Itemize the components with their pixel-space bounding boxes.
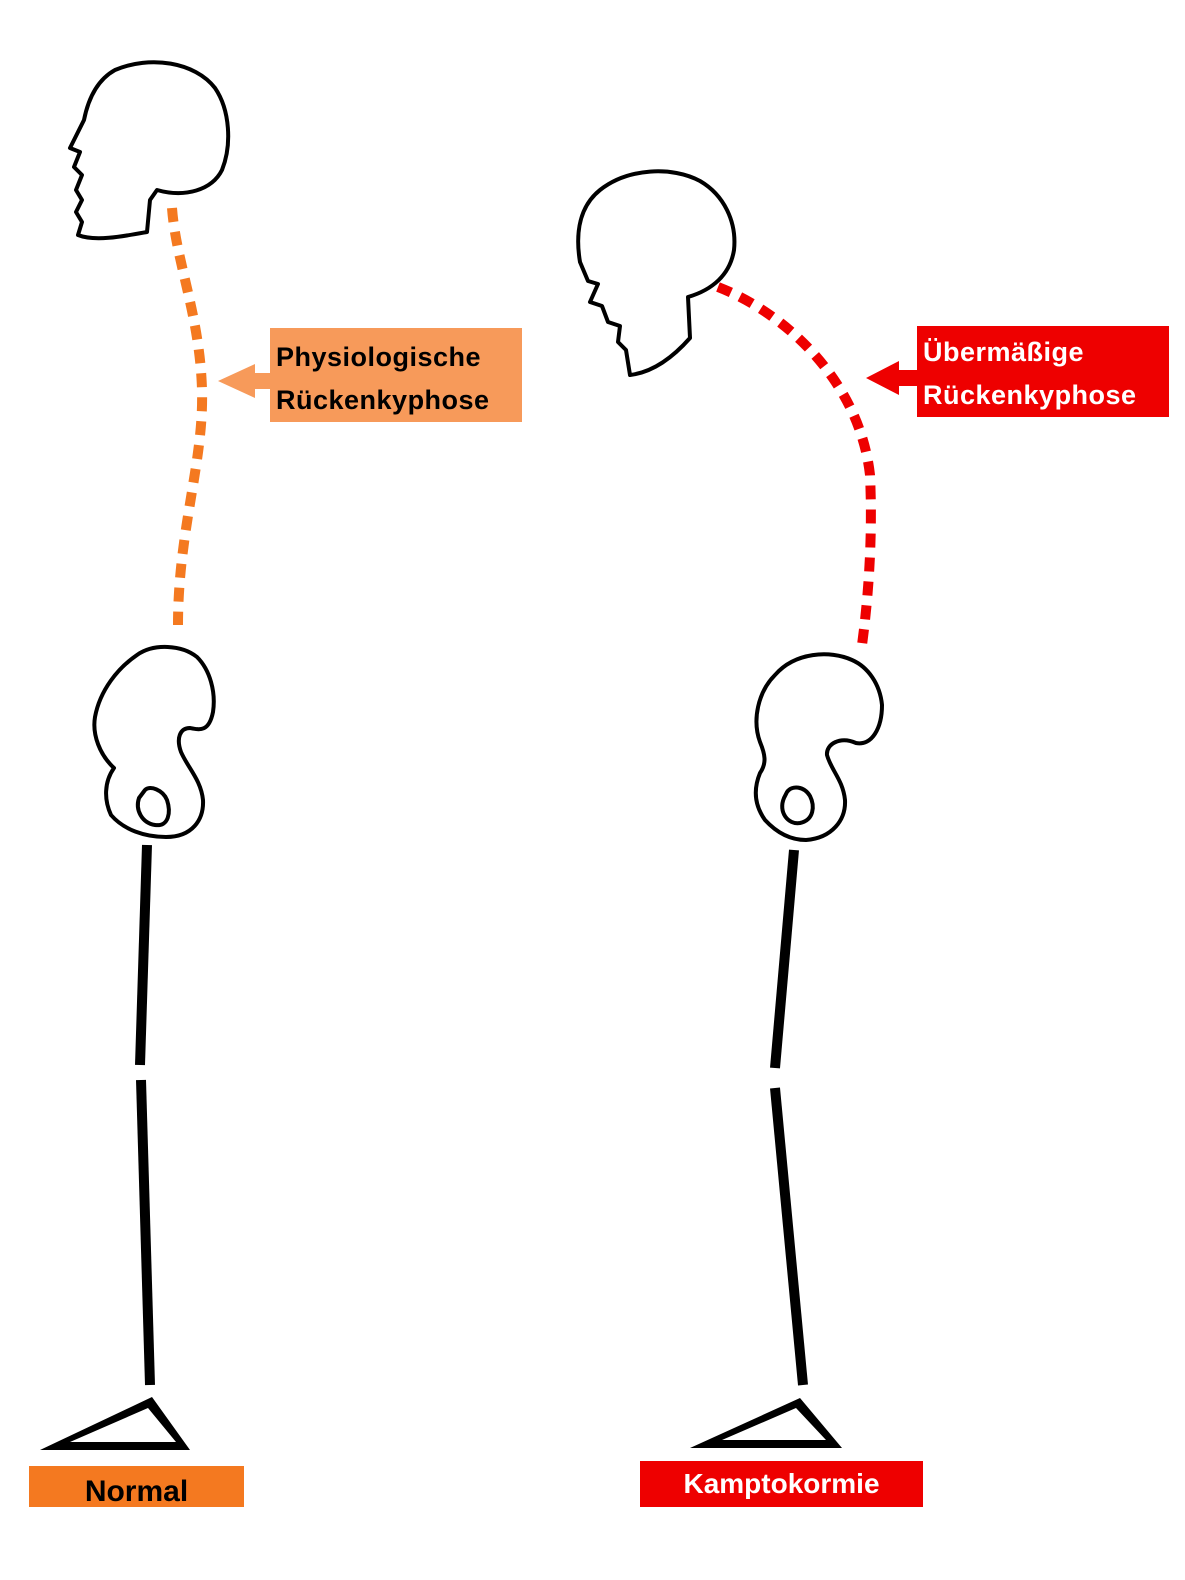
leg-bone-lower-camptocormia (770, 1087, 808, 1386)
hip-socket-icon-camptocormia (780, 785, 815, 826)
figure-normal (40, 60, 272, 1450)
spine-curve-camptocormia (716, 282, 876, 646)
arrow-icon-camptocormia (866, 361, 917, 395)
caption-normal: Normal (29, 1466, 244, 1508)
skull-icon-normal (68, 60, 231, 241)
arrow-icon-normal (218, 364, 272, 398)
foot-icon-camptocormia (690, 1398, 842, 1448)
annotation-line-1: Physiologische (276, 342, 482, 372)
annotation-line-2: Rückenkyphose (923, 380, 1137, 410)
hip-socket-icon-normal (135, 786, 171, 828)
pelvis-icon-camptocormia (753, 652, 884, 842)
spine-curve-normal (167, 207, 208, 626)
foot-icon-normal (40, 1397, 190, 1450)
caption-kamptokormie: Kamptokormie (640, 1461, 923, 1507)
skull-icon-camptocormia (576, 169, 737, 377)
figure-camptocormia (576, 169, 917, 1448)
leg-bone-upper-normal (135, 844, 152, 1066)
leg-bone-upper-camptocormia (770, 849, 799, 1069)
annotation-line-2: Rückenkyphose (276, 385, 490, 415)
annotation-uebermaessige-rueckenkyphose: Übermäßige Rückenkyphose (917, 326, 1169, 417)
annotation-physiologische-rueckenkyphose: Physiologische Rückenkyphose (270, 328, 522, 422)
pelvis-icon-normal (92, 644, 216, 839)
leg-bone-lower-normal (136, 1079, 155, 1386)
annotation-line-1: Übermäßige (923, 337, 1085, 367)
